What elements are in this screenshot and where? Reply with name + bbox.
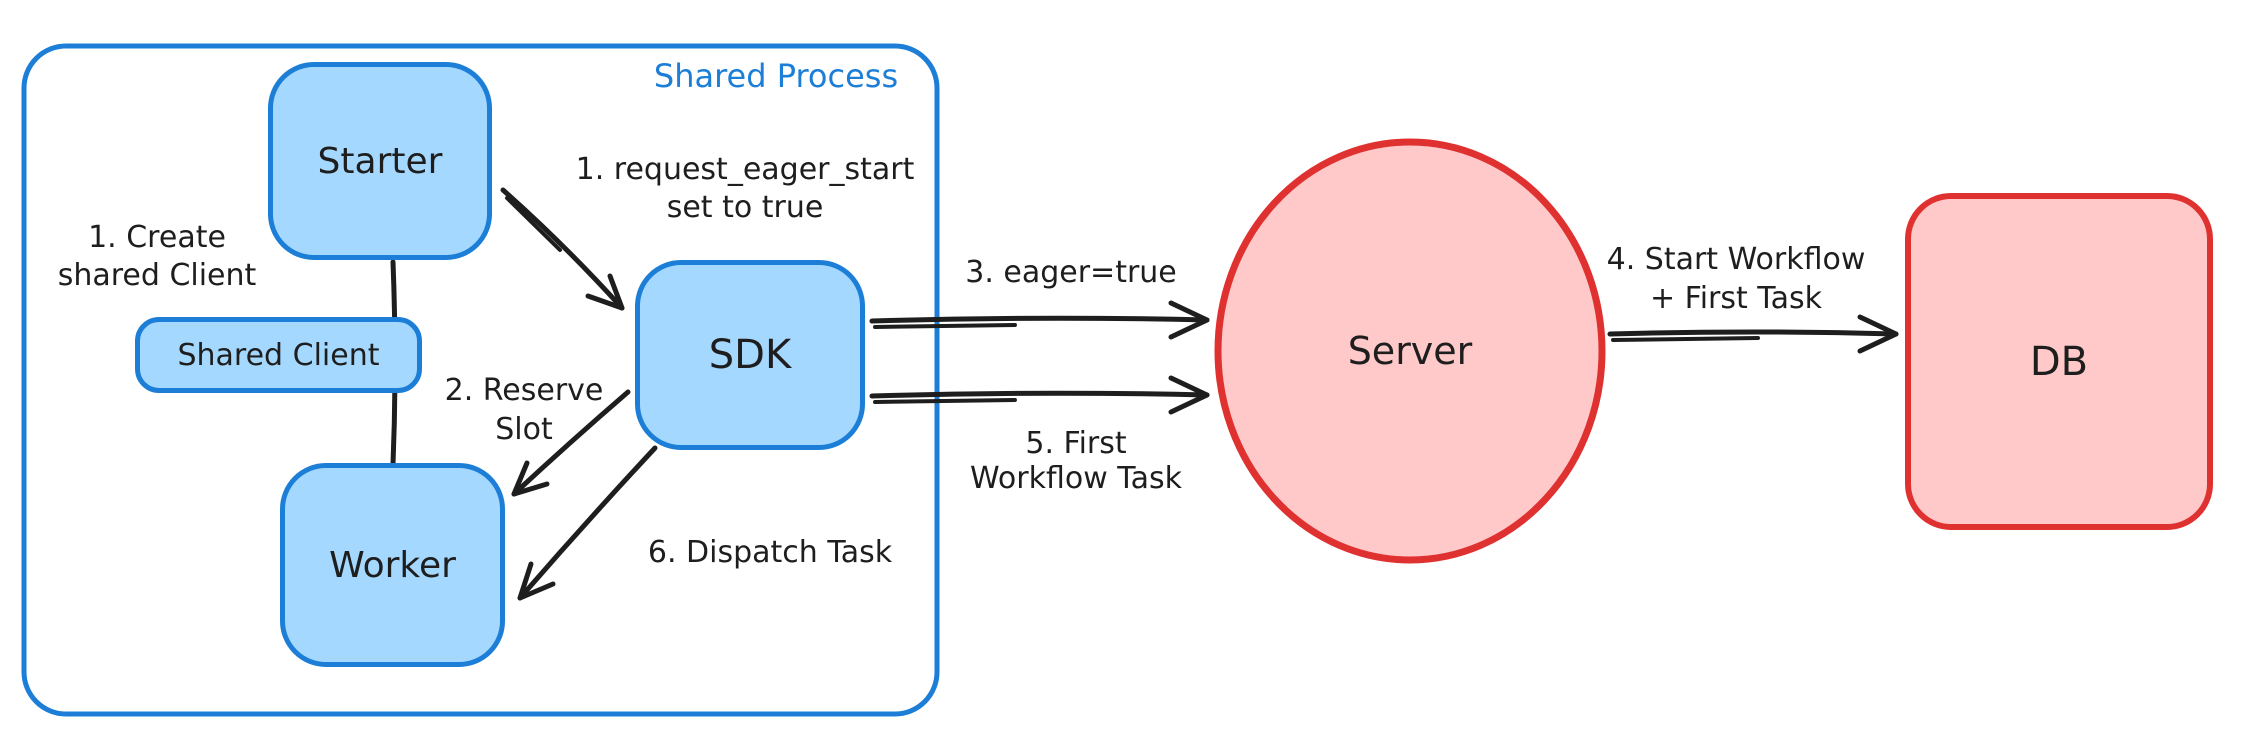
annotation-reserve-slot: 2. Reserve Slot — [444, 373, 604, 447]
starter-node: Starter — [268, 62, 492, 260]
arrow-eager-true — [869, 300, 1210, 340]
annotation-dispatch-task: 6. Dispatch Task — [647, 535, 893, 570]
server-node-shape — [1214, 138, 1606, 564]
annotation-start-workflow: 4. Start Workflow + First Task — [1606, 242, 1866, 316]
annotation-eager-true: 3. eager=true — [965, 255, 1177, 290]
db-node: DB — [1905, 193, 2213, 530]
shared-process-frame — [21, 43, 940, 717]
annotation-create-shared-client: 1. Create shared Client — [57, 220, 257, 293]
shared-client-node-label: Shared Client — [177, 337, 380, 373]
worker-node-label: Worker — [329, 544, 456, 586]
annotation-first-workflow-task: 5. First Workflow Task — [969, 426, 1183, 496]
sdk-node: SDK — [635, 260, 865, 450]
db-node-label: DB — [2029, 338, 2089, 385]
arrow-reserve-slot — [511, 389, 631, 497]
sdk-node-label: SDK — [708, 332, 792, 378]
arrow-first-workflow-task — [869, 375, 1210, 415]
server-node-label: Server — [1347, 329, 1473, 373]
shared-client-node: Shared Client — [135, 317, 422, 393]
worker-node: Worker — [280, 463, 505, 667]
shared-process-title: Shared Process — [653, 57, 899, 95]
arrow-request-eager-start — [500, 187, 625, 311]
arrow-dispatch-task — [517, 445, 658, 601]
starter-node-label: Starter — [317, 140, 443, 182]
annotation-request-eager-start: 1. request_eager_start set to true — [575, 152, 915, 225]
arrow-start-workflow — [1607, 314, 1899, 354]
